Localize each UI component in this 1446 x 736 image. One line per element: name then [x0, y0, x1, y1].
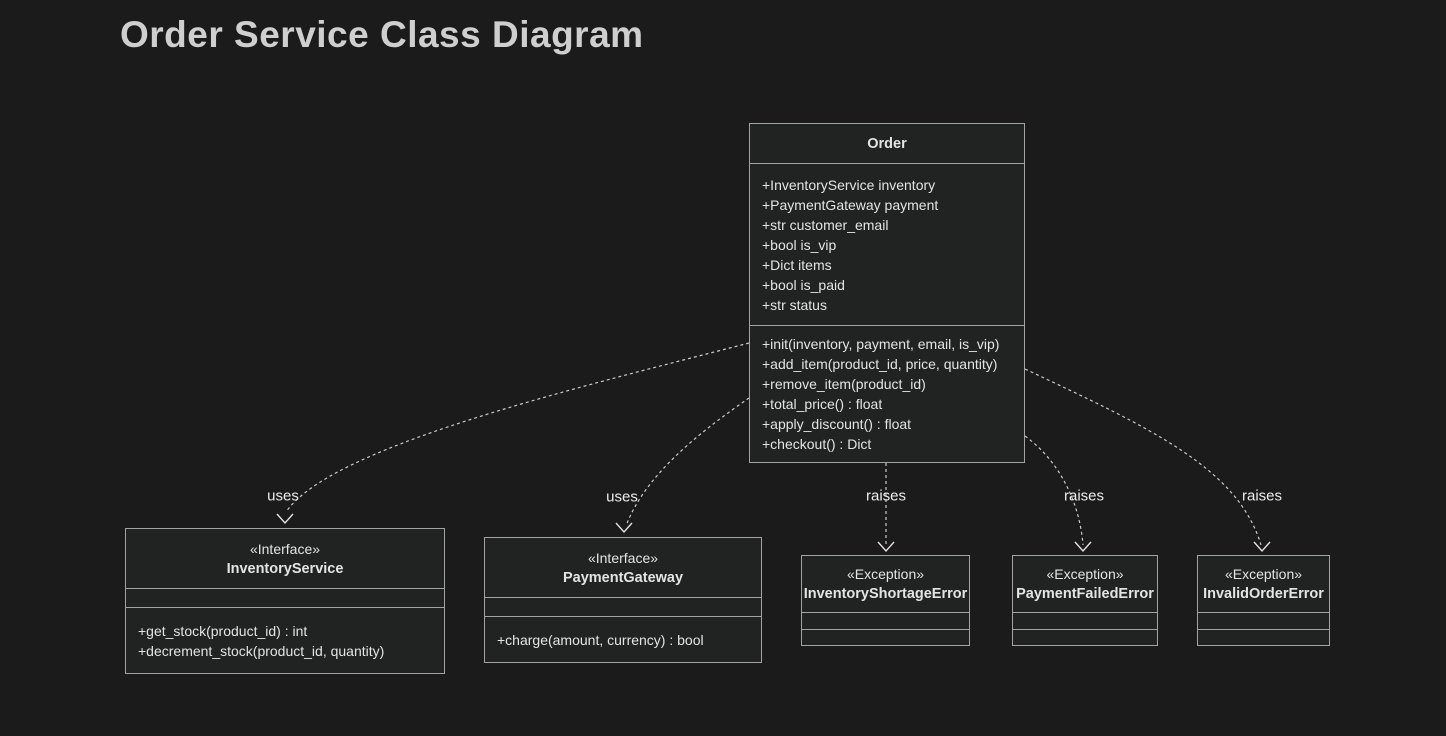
class-stereotype: «Exception» [1224, 566, 1303, 582]
method-row: +init(inventory, payment, email, is_vip) [762, 336, 1000, 352]
method-row: +get_stock(product_id) : int [138, 622, 308, 639]
edge-order-uses-inventoryservice [276, 342, 750, 525]
class-stereotype: «Interface» [249, 540, 321, 557]
edge-label-uses-1: uses [267, 487, 299, 505]
class-stereotype: «Exception» [846, 566, 925, 582]
class-header: Order [750, 124, 1024, 164]
edge-order-raises-invalidordererror [1024, 368, 1271, 553]
class-box-paymentfailederror: «Exception» PaymentFailedError [1012, 555, 1158, 646]
attribute-row: +str status [762, 296, 827, 313]
class-box-paymentgateway: «Interface» PaymentGateway +charge(amoun… [484, 537, 762, 663]
class-name: Order [867, 135, 907, 152]
open-arrowhead-icon [276, 513, 294, 525]
edge-label-raises-2: raises [1063, 487, 1105, 505]
edge-line [625, 397, 750, 527]
attribute-row: +str customer_email [762, 216, 889, 233]
class-header: «Exception» InvalidOrderError [1198, 556, 1329, 613]
method-row: +remove_item(product_id) [762, 376, 926, 392]
method-row: +decrement_stock(product_id, quantity) [138, 642, 385, 659]
class-header: «Interface» PaymentGateway [485, 538, 761, 598]
method-row: +checkout() : Dict [762, 436, 872, 452]
open-arrowhead-icon [1074, 541, 1092, 553]
attributes-compartment-empty [802, 613, 969, 630]
class-stereotype: «Interface» [587, 549, 659, 566]
attributes-compartment-empty [1198, 613, 1329, 630]
class-name: PaymentGateway [562, 569, 684, 586]
attributes-compartment-empty [126, 589, 444, 608]
class-box-inventoryshortageerror: «Exception» InventoryShortageError [801, 555, 970, 646]
attribute-row: +bool is_paid [762, 276, 845, 293]
class-header: «Exception» InventoryShortageError [802, 556, 969, 613]
edge-line [285, 342, 750, 513]
methods-compartment: +get_stock(product_id) : int +decrement_… [126, 608, 444, 673]
methods-compartment-empty [1198, 630, 1329, 645]
class-box-inventoryservice: «Interface» InventoryService +get_stock(… [125, 528, 445, 674]
attributes-compartment-empty [485, 598, 761, 617]
class-stereotype: «Exception» [1046, 566, 1124, 582]
class-box-order: Order +InventoryService inventory +Payme… [749, 123, 1025, 463]
method-row: +apply_discount() : float [762, 416, 912, 432]
method-row: +add_item(product_id, price, quantity) [762, 356, 998, 372]
class-name: InvalidOrderError [1203, 586, 1324, 602]
open-arrowhead-icon [1253, 541, 1271, 553]
edge-label-raises-1: raises [865, 487, 907, 505]
edge-label-raises-3: raises [1241, 487, 1283, 505]
open-arrowhead-icon [877, 541, 895, 553]
method-row: +charge(amount, currency) : bool [497, 631, 704, 648]
class-name: InventoryShortageError [803, 586, 968, 602]
methods-compartment: +charge(amount, currency) : bool [485, 617, 761, 662]
edge-order-uses-paymentgateway [615, 397, 750, 534]
class-header: «Exception» PaymentFailedError [1013, 556, 1157, 613]
edge-order-raises-inventoryshortageerror [877, 463, 895, 553]
attribute-row: +InventoryService inventory [762, 176, 936, 193]
attribute-row: +bool is_vip [762, 236, 837, 253]
class-name: InventoryService [226, 560, 344, 577]
attribute-row: +Dict items [762, 256, 832, 273]
open-arrowhead-icon [615, 522, 633, 534]
edge-line [1024, 368, 1262, 546]
attribute-row: +PaymentGateway payment [762, 196, 939, 213]
methods-compartment-empty [1013, 630, 1157, 645]
methods-compartment-empty [802, 630, 969, 645]
page-title: Order Service Class Diagram [120, 14, 644, 55]
method-row: +total_price() : float [762, 396, 883, 412]
edge-label-uses-2: uses [606, 488, 638, 506]
attributes-compartment-empty [1013, 613, 1157, 630]
methods-compartment: +init(inventory, payment, email, is_vip)… [750, 326, 1024, 462]
class-header: «Interface» InventoryService [126, 529, 444, 589]
class-name: PaymentFailedError [1016, 586, 1154, 602]
attributes-compartment: +InventoryService inventory +PaymentGate… [750, 164, 1024, 326]
class-box-invalidordererror: «Exception» InvalidOrderError [1197, 555, 1330, 646]
